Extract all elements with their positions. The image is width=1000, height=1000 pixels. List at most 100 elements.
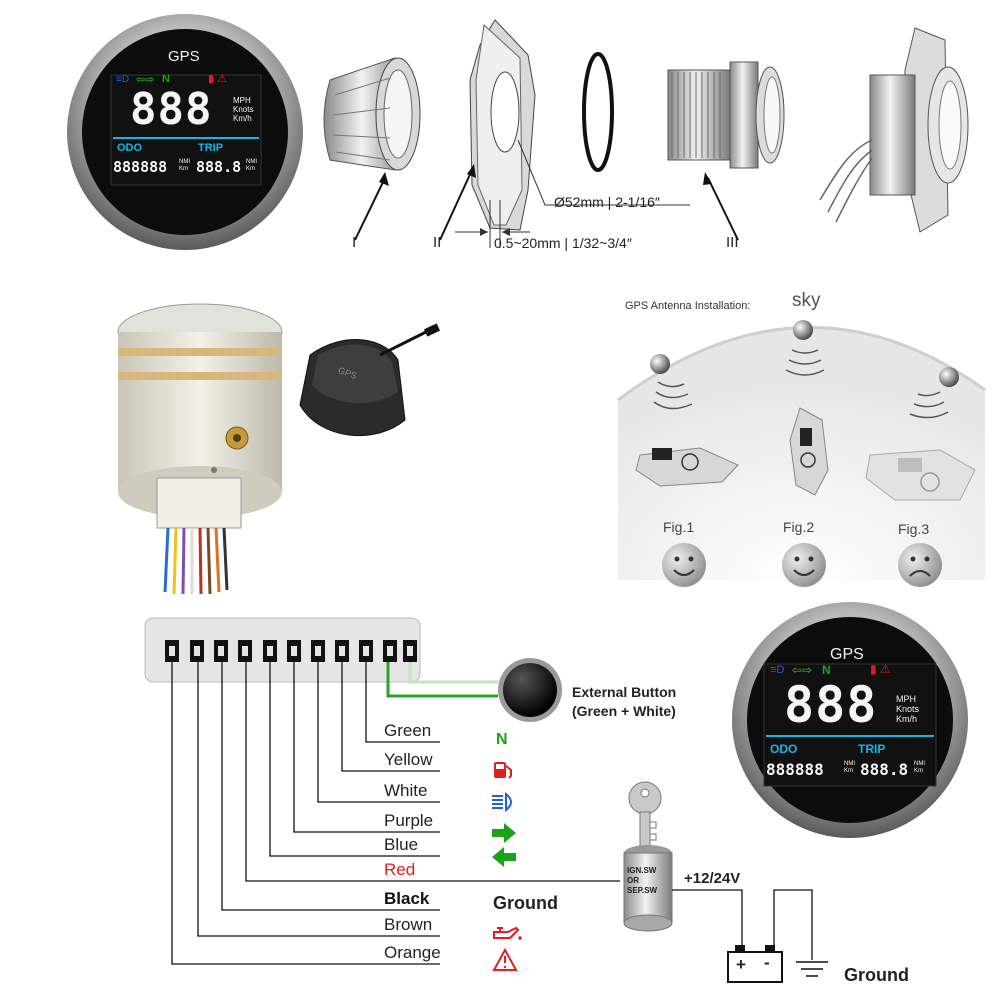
wire-black	[221, 662, 440, 911]
key-icon	[628, 781, 662, 847]
wire-purple	[293, 662, 440, 833]
right-turn-icon	[492, 823, 516, 843]
ground-symbol-icon	[796, 961, 828, 977]
washer-part-ii	[469, 19, 536, 231]
fuel-icon	[494, 762, 512, 779]
unit-km-2: Km	[844, 768, 853, 774]
voltage-label: +12/24V	[684, 870, 741, 887]
smiley-sad	[898, 543, 942, 587]
satellite-right	[939, 367, 959, 387]
external-button-line2: (Green + White)	[572, 703, 676, 719]
switch-line1: IGN.SW	[627, 866, 657, 875]
unit-knots: Knots	[233, 105, 254, 114]
fig2-label: Fig.2	[783, 519, 815, 535]
smiley-happy-1	[662, 543, 706, 587]
wire-red	[245, 662, 620, 882]
wire-label-green: Green	[384, 721, 432, 740]
unit-mph-2: MPH	[896, 694, 916, 704]
trip-label-2: TRIP	[858, 742, 886, 756]
gauge-rear-housing	[117, 303, 283, 595]
gps-antenna-puck	[299, 323, 441, 437]
wire-orange	[171, 662, 440, 965]
part-i-label: I	[352, 234, 357, 251]
part-ii-label: II	[433, 234, 442, 251]
bracket-part-i	[323, 57, 421, 171]
ignition-switch	[623, 845, 673, 932]
odo-units-2: NMI Km	[844, 761, 855, 775]
unit-km-trip: Km	[246, 166, 255, 172]
odo-display: 888888	[113, 158, 168, 176]
fig1-antenna	[635, 447, 739, 487]
warning-icon	[492, 947, 518, 971]
neutral-indicator: N	[162, 73, 170, 85]
left-turn-icon	[492, 847, 516, 867]
unit-km-trip-2: Km	[914, 768, 923, 774]
wire-label-purple: Purple	[384, 811, 434, 830]
battery-plus: +	[736, 955, 746, 974]
odo-label: ODO	[117, 142, 143, 154]
trip-display: 888.8	[196, 158, 242, 176]
gauge2-title: GPS	[830, 646, 864, 663]
antenna-install-header: GPS Antenna Installation:	[625, 300, 751, 312]
wire-label-blue: Blue	[384, 835, 419, 854]
diameter-label: Ø52mm | 2-1/16″	[554, 194, 660, 210]
fig2-antenna	[789, 407, 829, 496]
power-wiring	[672, 889, 813, 960]
unit-nmi: NMI	[179, 159, 190, 165]
wire-white	[317, 662, 440, 803]
gauge-lcd	[110, 74, 262, 186]
battery-minus: -	[764, 953, 770, 972]
trip-label: TRIP	[198, 142, 224, 154]
trip-units-2: NMI Km	[914, 761, 925, 775]
wire-label-brown: Brown	[384, 915, 433, 934]
wire-label-red: Red	[384, 860, 416, 879]
wire-blue	[269, 662, 440, 857]
speed-units-2: MPH Knots Km/h	[896, 694, 919, 724]
wire-label-orange: Orange	[384, 943, 441, 962]
wire-lines	[171, 662, 620, 965]
wire-button-green	[386, 662, 498, 698]
unit-knots-2: Knots	[896, 704, 920, 714]
unit-nmi-2: NMI	[844, 761, 855, 767]
speed-display: 888	[130, 84, 213, 135]
part-iii-label: III	[726, 234, 739, 251]
satellite-left	[650, 354, 670, 374]
wire-brown	[197, 662, 440, 937]
ignition-switch-label: IGN.SW OR SEP.SW	[627, 866, 657, 896]
warning-indicators-icon: ▮ ⚠	[208, 73, 227, 85]
external-button[interactable]	[498, 658, 562, 722]
unit-km: Km	[179, 166, 188, 172]
wire-green	[365, 662, 440, 743]
unit-kmh-2: Km/h	[896, 714, 918, 724]
odo-label-2: ODO	[770, 742, 798, 756]
headlight-icon	[492, 791, 512, 813]
trip-units: NMI Km	[246, 159, 257, 173]
fig1-label: Fig.1	[663, 519, 695, 535]
speed-units: MPH Knots Km/h	[233, 96, 253, 123]
warning-indicators-icon-2: ▮ ⚠	[870, 662, 891, 676]
satellite-top	[793, 320, 813, 340]
wire-button-white	[408, 662, 498, 684]
gps-gauge-bottom	[732, 602, 968, 838]
black-wire-function: Ground	[493, 893, 558, 913]
unit-mph: MPH	[233, 96, 251, 105]
ground-label: Ground	[844, 965, 909, 985]
trip-display-2: 888.8	[860, 760, 909, 779]
antenna-install-diagram	[617, 320, 986, 587]
wire-connector	[144, 617, 421, 683]
headlight-indicator-icon-2: ≡D	[770, 664, 785, 676]
speed-display-2: 888	[784, 676, 878, 734]
neutral-icon-label: N	[496, 731, 508, 748]
assembled-mount	[819, 27, 969, 233]
turn-indicator-icon-2: ⇦⇨	[792, 663, 813, 677]
odo-display-2: 888888	[766, 760, 824, 779]
gps-gauge-top	[67, 14, 303, 250]
o-ring	[582, 52, 614, 172]
battery-icon	[727, 945, 783, 983]
neutral-indicator-2: N	[822, 663, 831, 677]
wire-label-yellow: Yellow	[384, 750, 433, 769]
unit-nmi-trip: NMI	[246, 159, 257, 165]
fig3-label: Fig.3	[898, 521, 930, 537]
headlight-indicator-icon: ≡D	[116, 74, 130, 85]
